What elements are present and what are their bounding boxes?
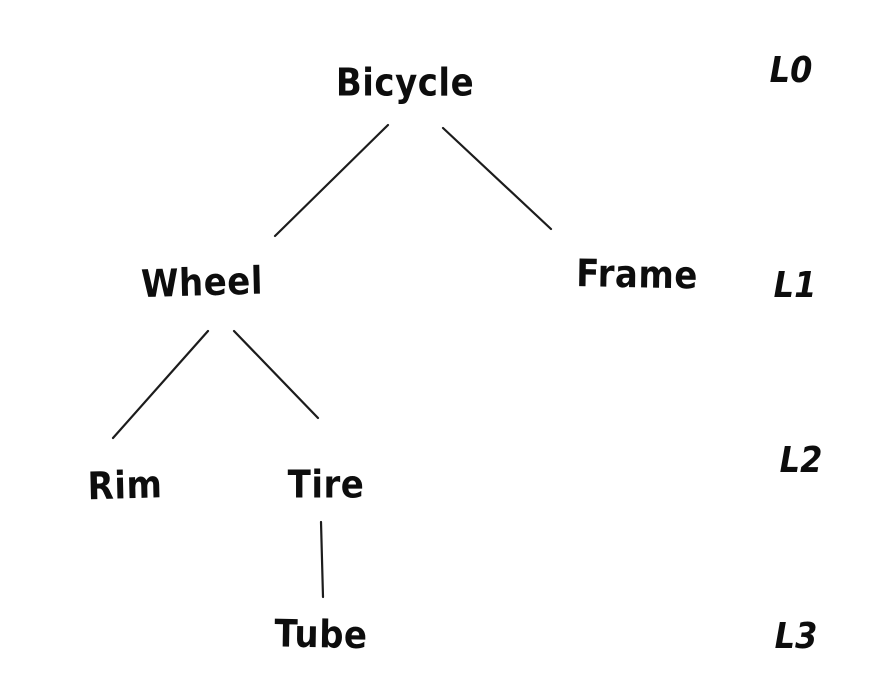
edge-tire-tube	[319, 520, 325, 599]
node-tube: Tube	[274, 611, 368, 659]
node-wheel: Wheel	[140, 258, 264, 308]
node-tire: Tire	[287, 462, 365, 508]
edge-wheel-rim	[111, 329, 210, 440]
edge-wheel-tire	[232, 329, 320, 420]
level-label-l1: L1	[773, 264, 817, 306]
node-rim: Rim	[87, 462, 163, 510]
level-label-l3: L3	[774, 615, 818, 657]
node-frame: Frame	[575, 251, 699, 299]
edge-bicycle-frame	[441, 126, 553, 231]
edge-bicycle-wheel	[273, 123, 390, 238]
level-label-l2: L2	[779, 439, 823, 481]
level-label-l0: L0	[769, 49, 813, 91]
node-bicycle: Bicycle	[335, 60, 475, 106]
